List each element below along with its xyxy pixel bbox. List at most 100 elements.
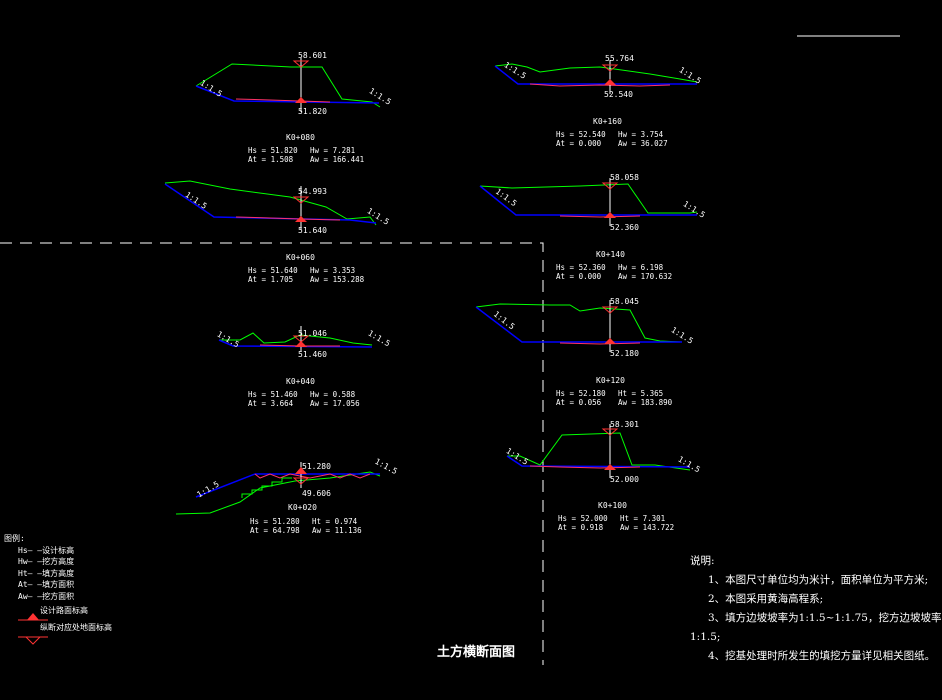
param-at: At = 1.508 [248,155,294,164]
elev-bottom: 51.460 [298,350,327,359]
fill-line [559,342,641,345]
param-at: At = 0.000 [556,272,602,281]
param-at: At = 3.664 [248,399,294,408]
station-label: K0+100 [598,501,627,510]
legend-symbol-design: 设计路面标高 [40,606,88,615]
section-k0-040 [218,326,373,352]
note-item: 1:1.5; [690,631,721,643]
design-line [475,306,682,343]
fill-line [235,216,341,221]
notes-block: 说明: 1、本图尺寸单位均为米计，面积单位为平方米; 2、本图采用黄海高程系; … [690,552,942,666]
dashed-boundary [0,242,544,665]
note-item: 1、本图尺寸单位均为米计，面积单位为平方米; [708,574,929,586]
param-at: At = 1.705 [248,275,294,284]
inverted-triangle-icon [292,477,310,485]
elev-top: 51.046 [298,329,327,338]
inverted-triangle-icon [292,60,310,68]
param-hs: Hs = 51.460 [248,390,298,399]
param-aw: Aw = 17.056 [310,399,360,408]
legend: 图例: Hs— —设计标高 Hw— —挖方高度 Ht— —填方高度 At— —填… [4,533,112,636]
param-at: At = 0.000 [556,139,602,148]
param-hs: Hs = 52.540 [556,130,606,139]
inverted-triangle-icon [292,335,310,343]
bench-steps [241,477,292,498]
ground-line [507,432,691,471]
elev-bottom: 51.640 [298,226,327,235]
param-h: Ht = 7.301 [620,514,666,523]
param-h: Hw = 6.198 [618,263,664,272]
design-line [195,85,380,104]
legend-symbols [18,613,48,645]
ground-line [219,332,373,346]
fill-triangle-icon [27,613,39,620]
ground-line [494,63,698,83]
param-hs: Hs = 52.000 [558,514,608,523]
elev-top: 58.045 [610,297,639,306]
fill-line [529,83,671,87]
elev-bottom: 52.180 [610,349,639,358]
inverted-triangle-icon [601,64,619,72]
section-k0-080 [195,58,381,112]
note-item: 3、填方边坡坡率为1:1.5~1:1.75，挖方边坡坡率 [708,612,942,624]
param-aw: Aw = 183.890 [618,398,673,407]
fill-line [559,215,641,218]
station-label: K0+060 [286,253,315,262]
elev-bottom: 49.606 [302,489,331,498]
ground-line [164,180,377,226]
inverted-triangle-icon [292,196,310,204]
param-h: Ht = 0.974 [312,517,358,526]
elev-bottom: 52.360 [610,223,639,232]
fill-line [529,465,641,469]
design-line [195,473,380,498]
param-h: Hw = 0.588 [310,390,356,399]
design-line [218,339,373,348]
note-item: 4、挖基处理时所发生的填挖方量详见相关图纸。 [708,650,936,662]
station-label: K0+140 [596,250,625,259]
inverted-triangle-icon [601,428,619,436]
param-h: Hw = 3.353 [310,266,356,275]
param-aw: Aw = 36.027 [618,139,668,148]
fill-triangle-icon [604,338,616,344]
legend-item: Aw— —挖方面积 [18,591,75,601]
param-aw: Aw = 170.632 [618,272,673,281]
param-hs: Hs = 51.640 [248,266,298,275]
elev-top: 55.764 [605,54,634,63]
note-item: 2、本图采用黄海高程系; [708,593,824,605]
param-at: At = 0.918 [558,523,604,532]
station-label: K0+040 [286,377,315,386]
inverted-triangle-icon [601,306,619,314]
param-aw: Aw = 153.288 [310,275,365,284]
fill-triangle-icon [604,464,616,470]
design-line [494,65,697,85]
station-label: K0+080 [286,133,315,142]
fill-line [254,473,371,479]
elev-top: 54.993 [298,187,327,196]
station-label: K0+120 [596,376,625,385]
design-line [479,185,697,216]
ground-line [475,303,683,343]
param-h: Hw = 7.281 [310,146,356,155]
fill-triangle-icon [604,212,616,218]
param-hs: Hs = 51.280 [250,517,300,526]
station-label: K0+020 [288,503,317,512]
fill-line [235,98,331,103]
inverted-triangle-icon [601,182,619,190]
param-aw: Aw = 11.136 [312,526,362,535]
fill-triangle-icon [295,467,307,474]
section-k0-120 [475,300,683,352]
elev-bottom: 52.540 [604,90,633,99]
cad-drawing-canvas [0,35,900,665]
param-at: At = 0.056 [556,398,602,407]
param-h: Ht = 5.365 [618,389,664,398]
section-k0-100 [506,424,691,478]
section-k0-160 [494,60,698,94]
legend-title: 图例: [4,534,25,543]
section-k0-020 [175,462,381,515]
elev-top: 51.280 [302,462,331,471]
inverted-triangle-icon [24,636,42,645]
param-aw: Aw = 166.441 [310,155,365,164]
fill-triangle-icon [295,341,307,347]
design-line [506,455,691,468]
elev-top: 58.058 [610,173,639,182]
notes-title: 说明: [690,555,715,567]
